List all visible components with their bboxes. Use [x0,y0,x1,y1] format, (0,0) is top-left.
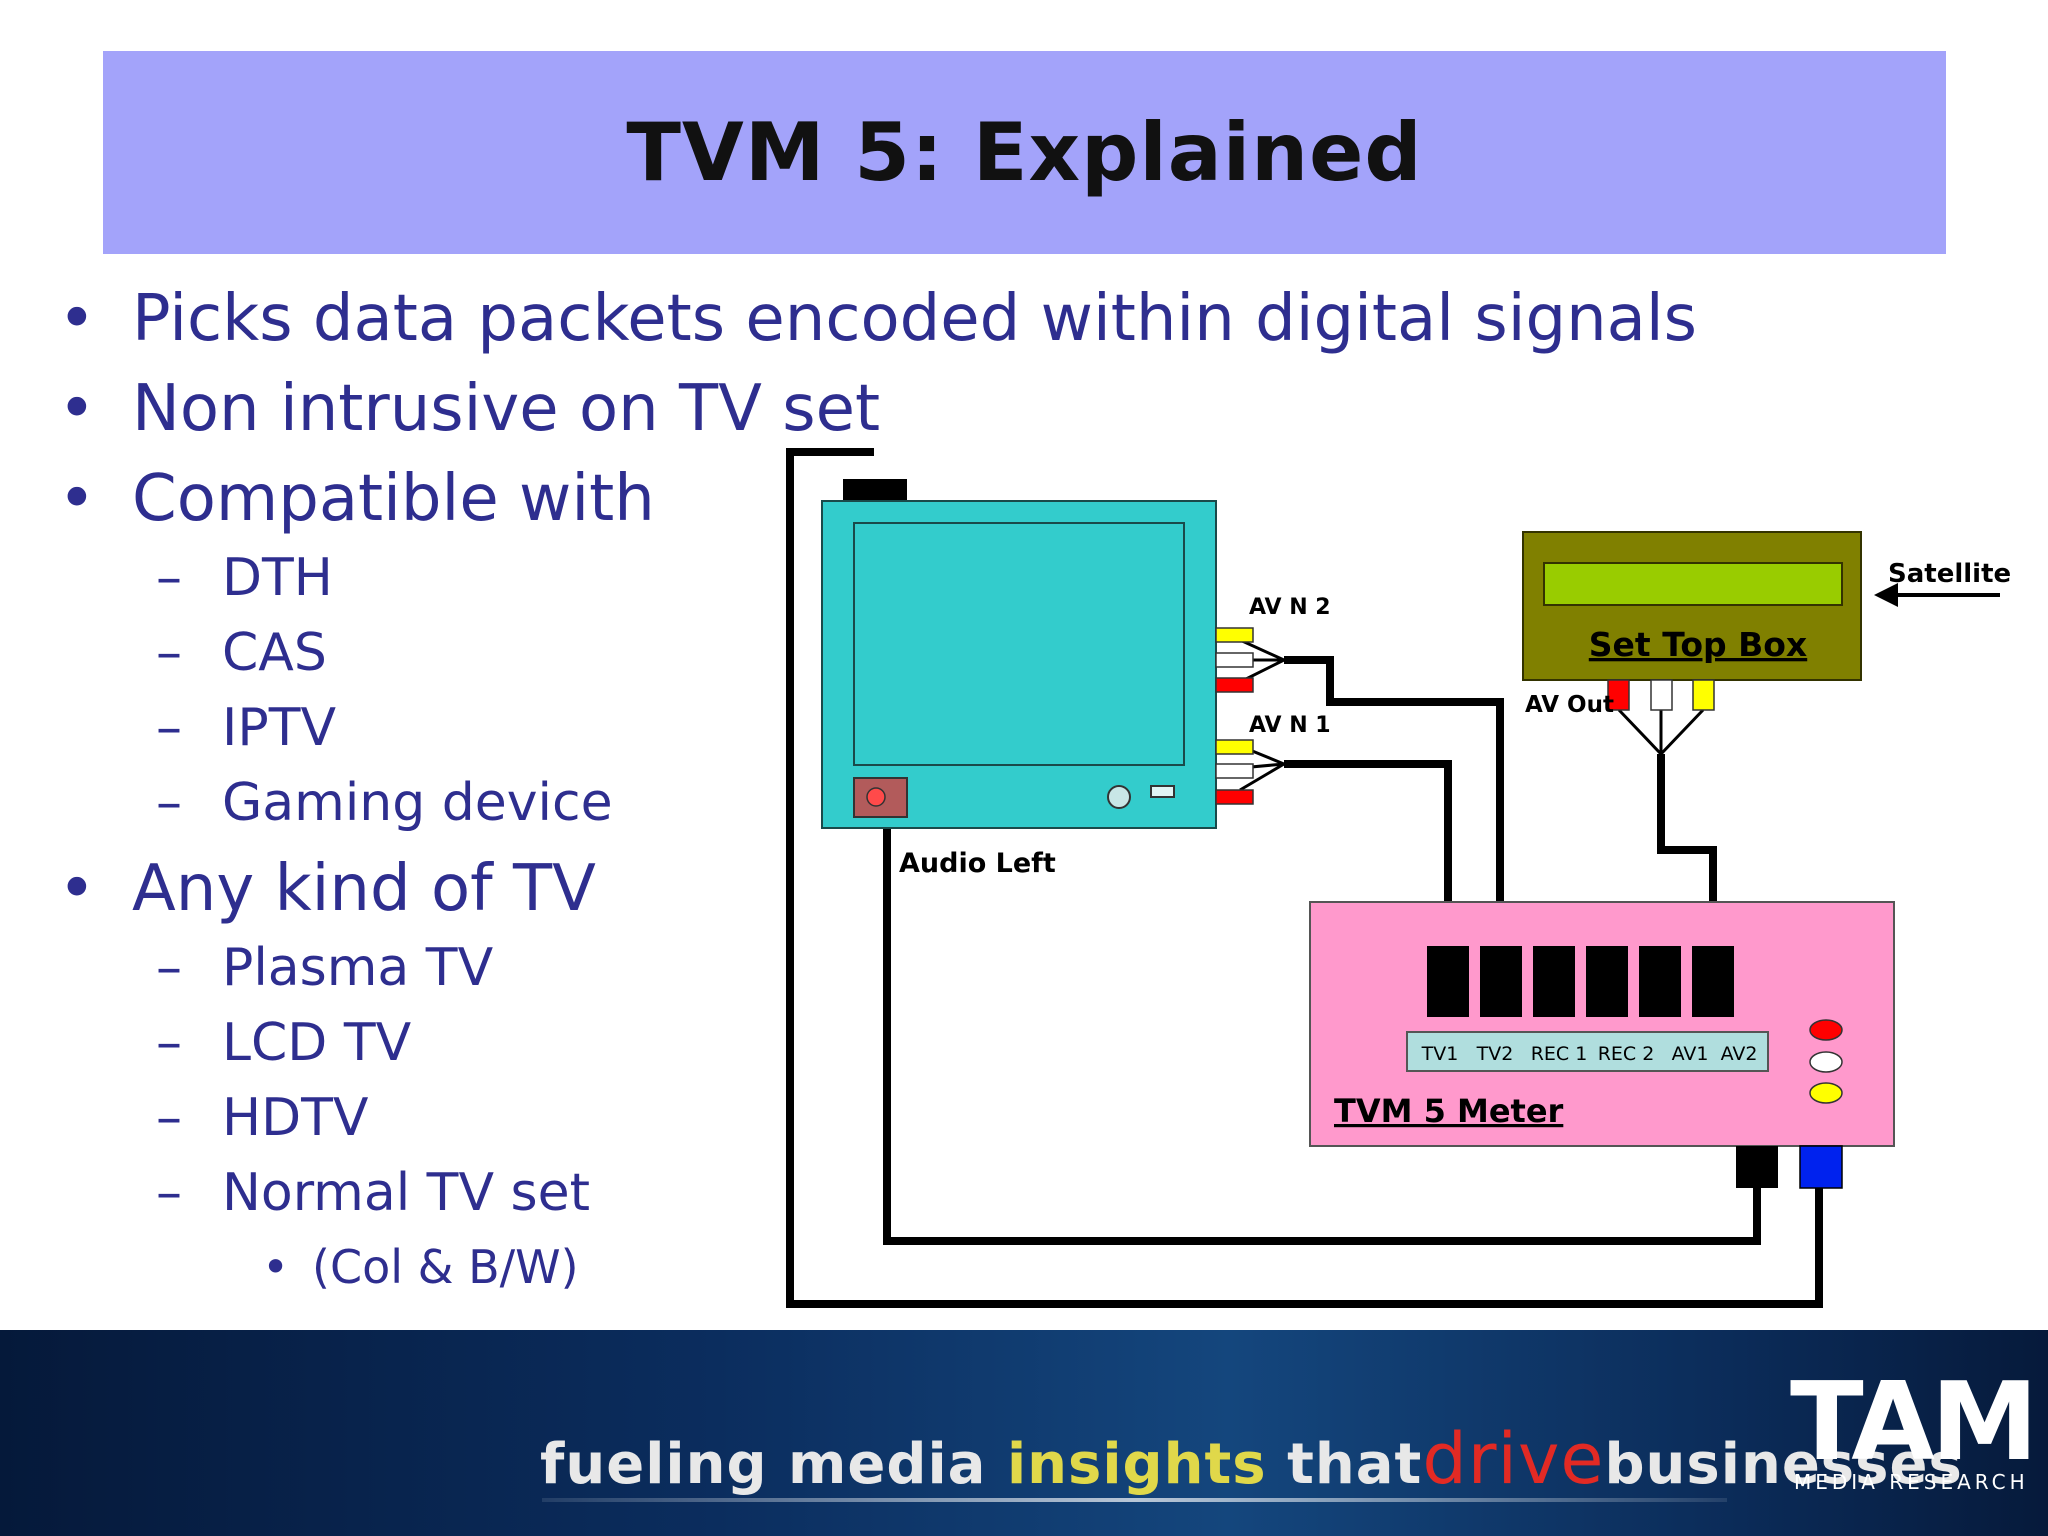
meter-port-strip [1406,1031,1769,1072]
rca-white-av-in-2 [1215,652,1254,668]
tagline-part-5: businesses [1604,1432,1963,1497]
port-label-av1: AV1 [1672,1043,1709,1065]
rca-red-av-in-2 [1215,677,1254,693]
meter-body [1309,901,1895,1147]
sub-sub-item-text: (Col & B/W) [312,1240,579,1294]
port-label-rec-2: REC 2 [1598,1043,1655,1065]
sub-item-text: Gaming device [222,773,613,833]
bullet-mark: • [58,282,96,356]
tv-audio-jack-dot [866,787,886,807]
label-tvm5-meter: TVM 5 Meter [1334,1092,1564,1130]
bullet-text: Non intrusive on TV set [132,372,881,446]
set-top-box-display [1543,562,1843,606]
port-label-tv1: TV1 [1421,1043,1459,1065]
meter-connector-black [1736,1146,1778,1188]
footer-tagline: fueling media insights thatdrivebusiness… [540,1418,1963,1500]
meter-connector-blue [1799,1145,1843,1189]
rca-yellow-av-in-1 [1215,739,1254,755]
dash-mark: – [156,623,182,683]
sub-item-text: Normal TV set [222,1163,591,1223]
sub-item-text: HDTV [222,1088,369,1148]
sub-item-text: CAS [222,623,327,683]
bullet-mark: • [58,852,96,926]
tv-indicator [1150,785,1175,798]
tagline-underline [542,1498,1727,1502]
dash-mark: – [156,938,182,998]
tv-top-connector [843,479,907,502]
meter-port-av1 [1639,946,1681,1017]
sub-item-text: IPTV [222,698,337,758]
bullet-mark: • [58,462,96,536]
logo-sub-text: MEDIA RESEARCH [1794,1470,2029,1494]
meter-port-av2 [1692,946,1734,1017]
footer-banner: fueling media insights thatdrivebusiness… [0,1330,2048,1536]
label-audio-left: Audio Left [899,848,1056,879]
meter-port-rec-1 [1533,946,1575,1017]
tagline-part-3: that [1287,1432,1423,1497]
tv-screen [853,522,1185,766]
port-label-av2: AV2 [1721,1043,1758,1065]
cable-tv-top-to-meter-blue [786,448,1823,1308]
label-av-out: AV Out [1525,692,1614,718]
meter-port-tv1 [1427,946,1469,1017]
label-satellite: Satellite [1888,559,2011,589]
rca-splitter-av-out [1617,708,1705,758]
meter-port-rec-2 [1586,946,1628,1017]
rca-white-av-out [1650,679,1673,711]
meter-led-red [1809,1019,1843,1041]
dash-mark: – [156,1013,182,1073]
dash-mark: – [156,1163,182,1223]
dash-mark: – [156,698,182,758]
cable-audio-left-to-meter [883,816,1761,1245]
bullet-mark: • [58,372,96,446]
meter-led-yellow [1809,1082,1843,1104]
port-label-tv2: TV2 [1476,1043,1514,1065]
meter-port-tv2 [1480,946,1522,1017]
cable-av-out-to-av1 [1657,754,1717,946]
satellite-arrow-head [1874,583,1898,607]
cable-av-in-2-to-tv2 [1284,656,1504,946]
rca-yellow-av-out [1692,679,1715,711]
rca-red-av-in-1 [1215,789,1254,805]
title-bar: TVM 5: Explained [103,51,1946,254]
meter-led-white [1809,1051,1843,1073]
label-av-in-1: AV N 1 [1249,713,1331,738]
rca-white-av-in-1 [1215,763,1254,779]
cable-av-in-1-to-tv1 [1284,760,1452,946]
dash-mark: – [156,1088,182,1148]
rca-red-av-out [1607,679,1630,711]
dash-mark: – [156,773,182,833]
sub-item-text: LCD TV [222,1013,412,1073]
bullet-text: Picks data packets encoded within digita… [132,282,1697,356]
bullet-mark: • [262,1240,290,1294]
bullet-text: Compatible with [132,462,655,536]
slide-title: TVM 5: Explained [626,106,1423,199]
port-label-rec-1: REC 1 [1531,1043,1588,1065]
tagline-part-1: fueling media [540,1432,987,1497]
bullet-text: Any kind of TV [132,852,596,926]
tv-power-knob [1107,785,1131,809]
label-av-in-2: AV N 2 [1249,595,1331,620]
tam-logo: TAM MEDIA RESEARCH [1790,1360,2038,1510]
tagline-part-2: insights [1006,1432,1267,1497]
sub-item-text: Plasma TV [222,938,494,998]
tagline-part-4: drive [1422,1418,1605,1500]
label-set-top-box: Set Top Box [1589,625,1807,664]
sub-item-text: DTH [222,548,333,608]
dash-mark: – [156,548,182,608]
logo-main-text: TAM [1790,1360,2038,1485]
rca-yellow-av-in-2 [1215,627,1254,643]
